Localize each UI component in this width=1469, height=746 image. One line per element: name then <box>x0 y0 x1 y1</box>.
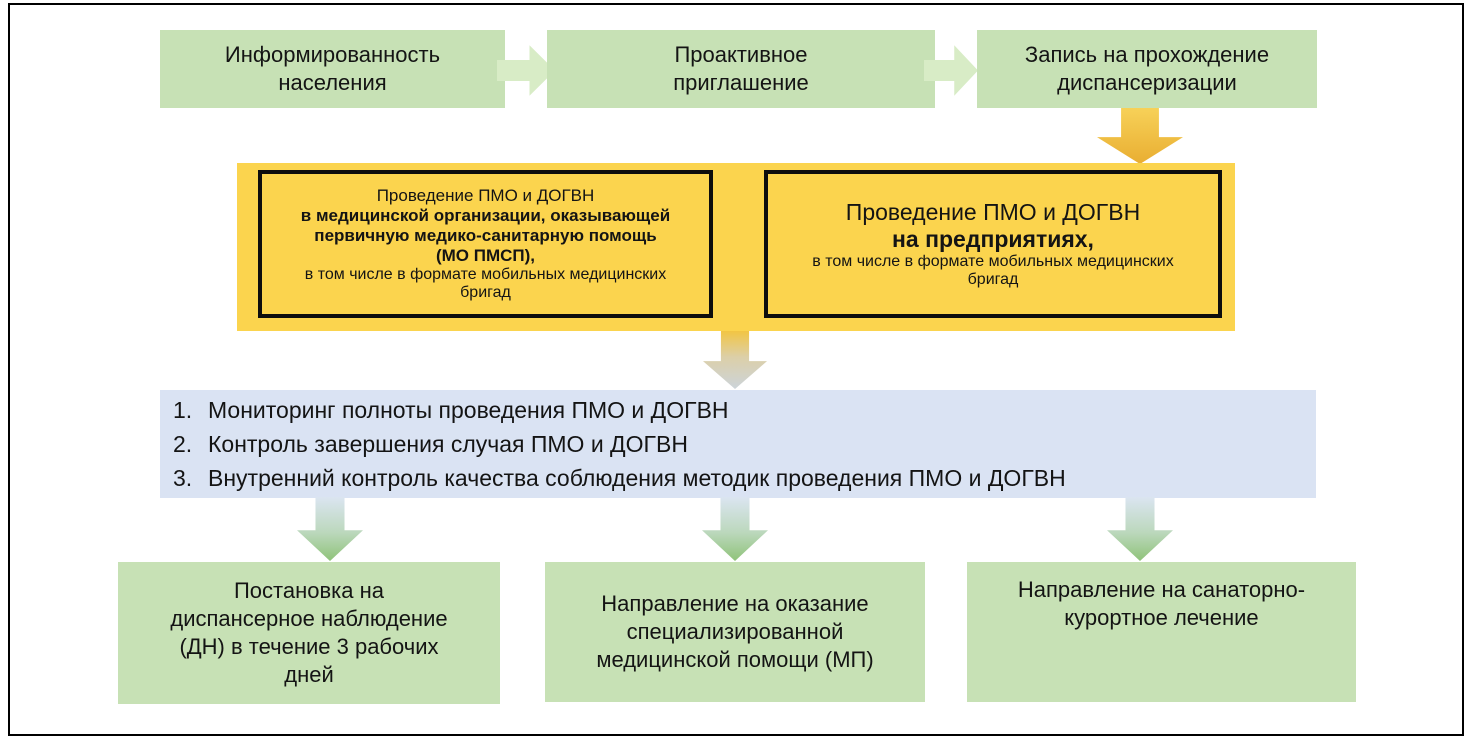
pmo-medical-org-box: Проведение ПМО и ДОГВН в медицинской орг… <box>258 170 713 318</box>
monitoring-item-number: 2. <box>173 431 193 457</box>
stage-box-label: Проактивное приглашение <box>673 42 809 95</box>
stage-box-appointment: Запись на прохождение диспансеризации <box>977 30 1317 108</box>
outcome-box-dispensary-observation: Постановка на диспансерное наблюдение (Д… <box>118 562 500 704</box>
stage-box-label: Информированность населения <box>224 42 441 95</box>
outcome-box-sanatorium-treatment: Направление на санаторно- курортное лече… <box>967 562 1356 702</box>
pmo-medical-org-note: в том числе в формате мобильных медицинс… <box>304 266 667 301</box>
outcome-box-specialized-care: Направление на оказание специализированн… <box>545 562 925 702</box>
monitoring-item-number: 1. <box>173 397 193 423</box>
outcome-box-label: Постановка на диспансерное наблюдение (Д… <box>170 578 448 687</box>
monitoring-item-number: 3. <box>173 465 193 491</box>
pmo-medical-org-bold-text: в медицинской организации, оказывающей п… <box>300 206 671 265</box>
outer-border <box>8 3 1464 736</box>
outcome-box-label: Направление на санаторно- курортное лече… <box>1017 577 1306 630</box>
examination-panel: Проведение ПМО и ДОГВН в медицинской орг… <box>237 163 1235 331</box>
pmo-medical-org-title: Проведение ПМО и ДОГВН <box>376 186 595 205</box>
pmo-enterprise-box: Проведение ПМО и ДОГВН на предприятиях, … <box>764 170 1222 318</box>
monitoring-panel: 1. Мониторинг полноты проведения ПМО и Д… <box>160 390 1316 498</box>
pmo-enterprise-bold-text: на предприятиях, <box>892 226 1094 252</box>
monitoring-item-3: 3. Внутренний контроль качества соблюден… <box>173 461 1306 495</box>
monitoring-item-text: Мониторинг полноты проведения ПМО и ДОГВ… <box>208 397 729 423</box>
pmo-enterprise-note: в том числе в формате мобильных медицинс… <box>812 253 1174 288</box>
monitoring-item-text: Внутренний контроль качества соблюдения … <box>208 465 1066 491</box>
stage-box-label: Запись на прохождение диспансеризации <box>1024 42 1270 95</box>
outcome-box-label: Направление на оказание специализированн… <box>596 591 874 672</box>
stage-box-public-awareness: Информированность населения <box>160 30 505 108</box>
monitoring-item-1: 1. Мониторинг полноты проведения ПМО и Д… <box>173 393 1306 427</box>
pmo-enterprise-title: Проведение ПМО и ДОГВН <box>845 199 1141 225</box>
monitoring-item-2: 2. Контроль завершения случая ПМО и ДОГВ… <box>173 427 1306 461</box>
monitoring-item-text: Контроль завершения случая ПМО и ДОГВН <box>208 431 688 457</box>
stage-box-proactive-invitation: Проактивное приглашение <box>547 30 935 108</box>
